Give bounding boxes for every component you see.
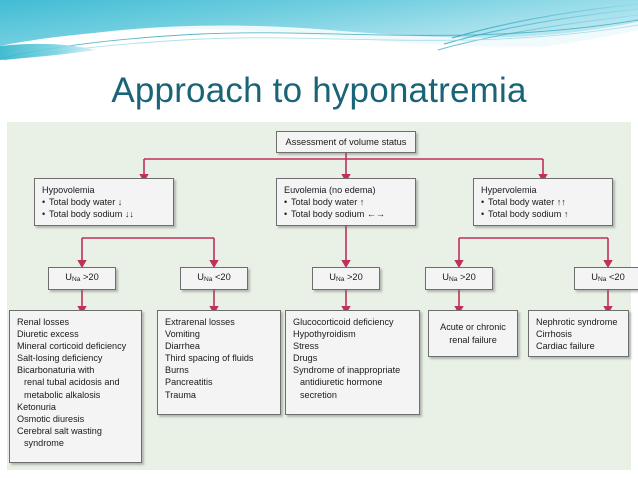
cause-line: Mineral corticoid deficiency — [17, 341, 127, 352]
cause-line: Extrarenal losses — [165, 317, 235, 327]
una-symbol: U — [591, 271, 598, 282]
bullet-marker: • — [481, 197, 485, 208]
node-heading: Euvolemia (no edema) — [284, 185, 376, 195]
una-value: >20 — [459, 271, 476, 282]
una-value: >20 — [346, 271, 363, 282]
node-causes-edematous-states[interactable]: Nephrotic syndrome Cirrhosis Cardiac fai… — [528, 310, 629, 357]
cause-line: Cirrhosis — [536, 329, 572, 340]
una-value: <20 — [608, 271, 625, 282]
node-causes-extrarenal-losses[interactable]: Extrarenal losses Vomiting Diarrhea Thir… — [157, 310, 281, 415]
cause-line: antidiuretic hormone — [300, 377, 383, 388]
node-causes-euvolemic[interactable]: Glucocorticoid deficiency Hypothyroidism… — [285, 310, 420, 415]
cause-line: metabolic alkalosis — [24, 389, 101, 400]
cause-line: Pancreatitis — [165, 377, 213, 388]
node-bullet: Total body water ↑ — [291, 197, 365, 208]
una-symbol: U — [65, 271, 72, 282]
slide-header-banner — [0, 0, 638, 62]
cause-line: Osmotic diuresis — [17, 413, 85, 424]
node-heading: Hypervolemia — [481, 185, 537, 195]
node-bullet: Total body water ↑↑ — [488, 197, 566, 208]
cause-line: renal failure — [449, 334, 497, 345]
node-hypervolemia[interactable]: Hypervolemia •Total body water ↑↑ •Total… — [473, 178, 613, 226]
cause-line: Renal losses — [17, 317, 70, 327]
node-urine-sodium-5[interactable]: UNa <20 — [574, 267, 638, 290]
node-hypovolemia[interactable]: Hypovolemia •Total body water ↓ •Total b… — [34, 178, 174, 226]
cause-line: Burns — [165, 365, 189, 376]
cause-line: Drugs — [293, 353, 318, 364]
flowchart-connectors — [77, 153, 613, 315]
cause-line: secretion — [300, 389, 337, 400]
node-urine-sodium-2[interactable]: UNa <20 — [180, 267, 248, 290]
node-causes-renal-failure[interactable]: Acute or chronic renal failure — [428, 310, 518, 357]
bullet-marker: • — [284, 209, 288, 220]
bullet-marker: • — [481, 209, 485, 220]
node-urine-sodium-1[interactable]: UNa >20 — [48, 267, 116, 290]
node-label: Assessment of volume status — [285, 136, 407, 147]
una-subscript: Na — [448, 275, 458, 283]
node-urine-sodium-4[interactable]: UNa >20 — [425, 267, 493, 290]
cause-line: Bicarbonaturia with — [17, 365, 95, 376]
node-euvolemia[interactable]: Euvolemia (no edema) •Total body water ↑… — [276, 178, 416, 226]
una-subscript: Na — [203, 275, 213, 283]
una-symbol: U — [197, 271, 204, 282]
node-bullet: Total body water ↓ — [49, 197, 123, 208]
cause-line: Stress — [293, 341, 319, 352]
header-wave-graphic — [0, 0, 638, 62]
node-bullet: Total body sodium ↓↓ — [49, 209, 134, 220]
cause-line: Hypothyroidism — [293, 329, 356, 340]
una-subscript: Na — [597, 275, 607, 283]
node-causes-renal-losses[interactable]: Renal losses Diuretic excess Mineral cor… — [9, 310, 142, 463]
node-assessment-of-volume-status[interactable]: Assessment of volume status — [276, 131, 416, 153]
una-subscript: Na — [335, 275, 345, 283]
cause-line: Nephrotic syndrome — [536, 317, 618, 327]
cause-line: syndrome — [24, 437, 64, 448]
cause-line: Diuretic excess — [17, 329, 79, 340]
page-title: Approach to hyponatremia — [111, 70, 527, 110]
cause-line: Salt-losing deficiency — [17, 353, 103, 364]
cause-line: Trauma — [165, 389, 196, 400]
una-value: <20 — [214, 271, 231, 282]
bullet-marker: • — [284, 197, 288, 208]
cause-line: Vomiting — [165, 329, 200, 340]
cause-line: Cerebral salt wasting — [17, 425, 102, 436]
cause-line: renal tubal acidosis and — [24, 377, 120, 388]
una-value: >20 — [82, 271, 99, 282]
cause-line: Syndrome of inappropriate — [293, 365, 401, 376]
bullet-marker: • — [42, 197, 46, 208]
una-subscript: Na — [71, 275, 81, 283]
cause-line: Acute or chronic — [440, 322, 506, 333]
una-symbol: U — [442, 271, 449, 282]
bullet-marker: • — [42, 209, 46, 220]
cause-line: Cardiac failure — [536, 341, 595, 352]
cause-line: Diarrhea — [165, 341, 200, 352]
hyponatremia-flowchart: Assessment of volume status Hypovolemia … — [7, 122, 638, 470]
node-bullet: Total body sodium ←→ — [291, 209, 386, 220]
cause-line: Glucocorticoid deficiency — [293, 317, 394, 327]
node-heading: Hypovolemia — [42, 185, 95, 195]
cause-line: Ketonuria — [17, 401, 56, 412]
node-bullet: Total body sodium ↑ — [488, 209, 569, 220]
node-urine-sodium-3[interactable]: UNa >20 — [312, 267, 380, 290]
una-symbol: U — [329, 271, 336, 282]
cause-line: Third spacing of fluids — [165, 353, 254, 364]
